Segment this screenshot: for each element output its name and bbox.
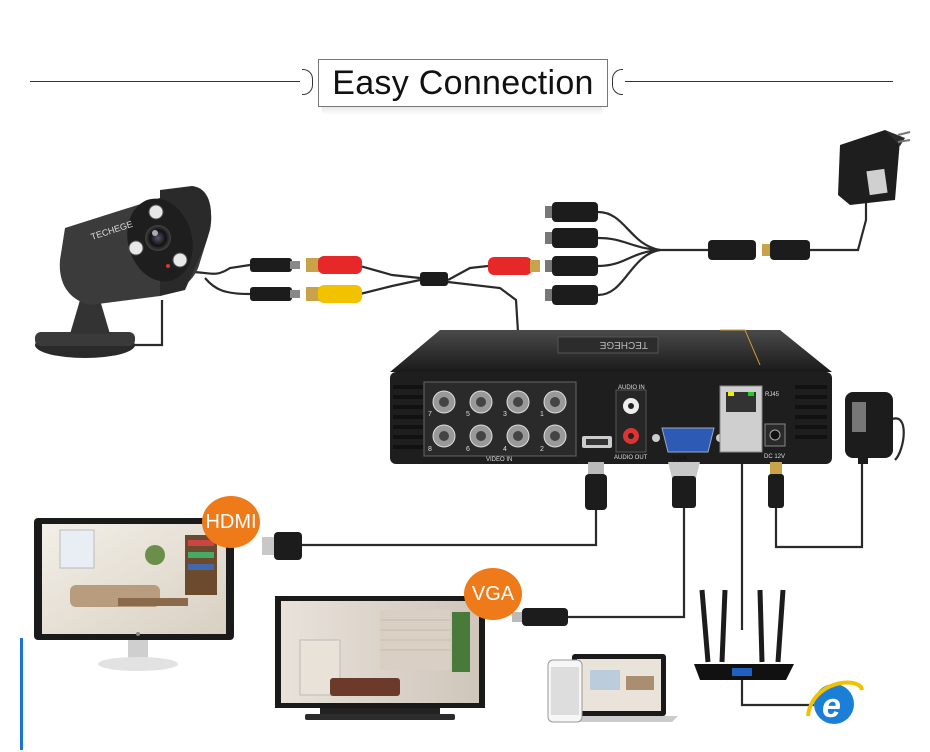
splitter-branch-3 xyxy=(597,248,661,268)
laptop-phone xyxy=(547,654,678,723)
bnc-port-6 xyxy=(469,424,493,448)
internet-explorer-icon: e xyxy=(806,680,864,725)
bnc-port-5 xyxy=(469,390,493,414)
rj45-label: RJ45 xyxy=(765,392,780,398)
audio-in-label: AUDIO IN xyxy=(618,385,645,391)
cables xyxy=(128,200,905,707)
vga-usb-plug xyxy=(512,608,568,626)
video-to-dvr-cable xyxy=(447,280,520,333)
channel-number: 8 xyxy=(428,446,432,453)
bnc-ports xyxy=(432,390,567,448)
vent-right xyxy=(795,385,827,439)
antenna xyxy=(757,589,765,663)
dvr-brand-label: TECHEGE xyxy=(599,339,648,350)
antenna xyxy=(775,589,786,663)
dc-female-jack xyxy=(708,240,756,260)
dc-plug xyxy=(545,228,598,248)
vga-badge: VGA xyxy=(464,568,522,620)
dvr-recorder: TECHEGE 7 5 3 xyxy=(390,329,832,464)
wifi-router xyxy=(694,589,794,680)
dc-plug xyxy=(545,285,598,305)
rca-red-socket xyxy=(488,257,532,275)
power-splitter xyxy=(545,202,810,305)
channel-number: 4 xyxy=(503,446,507,453)
vga-label: VGA xyxy=(672,455,687,462)
audio-in-jack xyxy=(623,398,639,414)
dc-plug xyxy=(545,202,598,222)
bnc-port-3 xyxy=(506,390,530,414)
network-cable-internet xyxy=(740,674,814,707)
vga-cable xyxy=(565,505,686,619)
antenna xyxy=(699,589,711,663)
video-in-label: VIDEO IN xyxy=(486,457,512,463)
vent-left xyxy=(393,385,423,449)
adapter-plug-cable xyxy=(889,417,905,461)
splitter-branch-1 xyxy=(597,210,661,252)
hdmi-badge: HDMI xyxy=(202,496,260,548)
title-divider-right xyxy=(625,81,893,82)
hdmi-cable xyxy=(300,505,598,547)
channel-numbers: 7 5 3 1 8 6 4 2 xyxy=(428,411,544,453)
vga-port xyxy=(661,427,715,453)
hdmi-plug xyxy=(588,462,604,476)
dc-plug xyxy=(545,256,598,276)
title-divider-left xyxy=(30,81,300,82)
title-bar: Easy Connection xyxy=(0,55,930,115)
title-shadow xyxy=(322,107,602,115)
hdmi-monitor xyxy=(34,518,234,671)
bullet-camera: TECHEGE xyxy=(35,186,212,358)
adapter-cable xyxy=(808,200,868,252)
channel-number: 7 xyxy=(428,411,432,418)
dc-power-cable xyxy=(774,460,864,549)
y-splitter-joint xyxy=(420,272,448,286)
wall-adapter xyxy=(838,130,911,205)
dc-male-jack xyxy=(770,240,810,260)
bnc-port-4 xyxy=(506,424,530,448)
vga-tv xyxy=(275,596,485,720)
channel-number: 1 xyxy=(540,411,544,418)
channel-number: 6 xyxy=(466,446,470,453)
dvr-output-plugs: VGA xyxy=(585,455,784,510)
channel-number: 2 xyxy=(540,446,544,453)
scroll-indicator xyxy=(20,638,23,750)
camera-mount-cable xyxy=(128,300,164,347)
power-brick xyxy=(845,392,893,464)
rca-to-power-cable xyxy=(447,264,489,281)
vga-plug xyxy=(668,462,700,478)
bnc-port-7 xyxy=(432,390,456,414)
rca-red-plug xyxy=(318,256,362,274)
hdmi-male-plug xyxy=(262,532,302,560)
rca-yellow-plug xyxy=(318,285,362,303)
channel-number: 5 xyxy=(466,411,470,418)
dc12v-label: DC 12V xyxy=(764,454,785,460)
rca-yellow-cable xyxy=(359,278,421,296)
camera-connectors xyxy=(250,258,300,301)
antenna xyxy=(719,589,728,663)
camera-cable-upper xyxy=(189,263,251,275)
splitter-branch-2 xyxy=(597,236,661,252)
audio-out-jack xyxy=(623,428,639,444)
page-title: Easy Connection xyxy=(318,59,608,107)
camera-cable-lower xyxy=(204,277,251,296)
channel-number: 3 xyxy=(503,411,507,418)
bnc-port-8 xyxy=(432,424,456,448)
audio-out-label: AUDIO OUT xyxy=(614,455,648,461)
bnc-port-2 xyxy=(543,424,567,448)
bnc-port-1 xyxy=(543,390,567,414)
rca-red-cable xyxy=(359,264,421,280)
svg-text:e: e xyxy=(822,687,841,725)
splitter-branch-4 xyxy=(597,248,661,297)
dc-plug-dvr xyxy=(770,462,782,476)
